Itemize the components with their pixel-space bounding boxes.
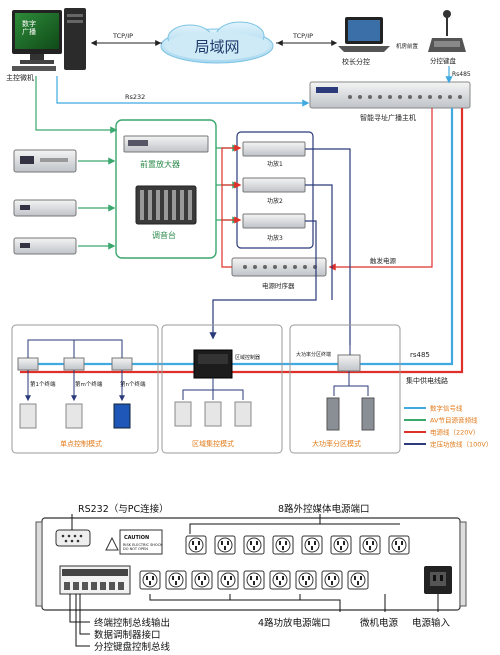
mic-station: 分控键盘 机房前置 bbox=[396, 10, 466, 65]
single-title: 单点控制模式 bbox=[60, 439, 102, 448]
power-sockets bbox=[139, 535, 410, 590]
zone-mass: 大功率分区终端 大功率分区模式 bbox=[289, 324, 401, 454]
termn-label: 第n个终端 bbox=[120, 380, 146, 388]
power-socket bbox=[347, 570, 369, 590]
power-socket bbox=[388, 535, 410, 555]
mixer-label: 调音台 bbox=[152, 230, 176, 240]
legend-label: 电源线（220V） bbox=[430, 428, 479, 437]
source-lines bbox=[78, 157, 116, 250]
power-socket bbox=[217, 570, 239, 590]
power-socket bbox=[214, 535, 236, 555]
monitor-screen-text: 数字广播 bbox=[22, 19, 36, 36]
power-socket bbox=[295, 570, 317, 590]
rs232-port-label: RS232（与PC连接） bbox=[78, 503, 169, 515]
trunks bbox=[20, 108, 464, 374]
rs485-top-label: Rs485 bbox=[452, 71, 471, 78]
pc-audio-line bbox=[35, 76, 118, 134]
trigger-label: 触发电源 bbox=[370, 256, 397, 265]
pc-power-label: 微机电源 bbox=[360, 617, 399, 629]
power-socket bbox=[272, 535, 294, 555]
power-socket bbox=[243, 570, 265, 590]
legend-label: 定压功放线（100V） bbox=[430, 440, 492, 449]
power4-label: 4路功放电源端口 bbox=[258, 617, 331, 629]
sequencer-label: 电源时序器 bbox=[262, 281, 295, 290]
laptop-label: 校长分控 bbox=[342, 57, 370, 66]
power-in-label: 电源输入 bbox=[412, 617, 451, 629]
amp-output-lines bbox=[209, 148, 351, 345]
power-socket bbox=[359, 535, 381, 555]
amp1-label: 功放1 bbox=[267, 160, 283, 168]
mass-title: 大功率分区模式 bbox=[312, 439, 361, 448]
power-lines bbox=[221, 108, 433, 271]
lan-label: 局域网 bbox=[194, 38, 239, 56]
zone-ctrl-label: 区域控制器 bbox=[235, 354, 260, 361]
mass-ctrl-label: 大功率分区终端 bbox=[296, 351, 331, 358]
termm-label: 第m个终端 bbox=[75, 380, 103, 388]
laptop-principal: 校长分控 bbox=[338, 17, 390, 66]
rs485-top: Rs485 bbox=[445, 66, 471, 84]
rs232-link: Rs232 bbox=[56, 76, 310, 107]
legend-label: 数字信号线 bbox=[430, 404, 463, 413]
lan-cloud: 局域网 bbox=[160, 21, 274, 64]
amp2-label: 功放2 bbox=[267, 197, 283, 205]
caution-label: CAUTION bbox=[124, 535, 149, 541]
power-sequencer: 电源时序器 bbox=[231, 257, 327, 290]
panel-callouts bbox=[69, 514, 439, 647]
tcp-links: TCP/IP TCP/IP bbox=[90, 32, 338, 46]
broadcast-host: 智能寻址广播主机 bbox=[309, 81, 471, 122]
modem-label: 数据调制器接口 bbox=[94, 629, 161, 641]
zone-title: 区域集控模式 bbox=[192, 439, 234, 448]
keyboard-bus-label: 分控键盘控制总线 bbox=[94, 641, 171, 653]
host-label: 智能寻址广播主机 bbox=[360, 113, 416, 122]
zone-single: 第1个终端 第m个终端 第n个终端 单点控制模式 bbox=[11, 324, 159, 454]
mixer-amp-lines bbox=[216, 144, 240, 224]
terminal-bus-label: 终端控制总线输出 bbox=[94, 617, 170, 629]
preamp-label: 前置放大器 bbox=[140, 159, 180, 169]
tcp-right-label: TCP/IP bbox=[292, 32, 313, 40]
amp-group: 功放1 功放2 功放3 bbox=[236, 131, 314, 249]
power-socket bbox=[139, 570, 161, 590]
source-devices bbox=[13, 149, 77, 255]
power-socket bbox=[185, 535, 207, 555]
legend-label: AV节目源音频线 bbox=[430, 416, 478, 425]
power-inlet bbox=[424, 566, 452, 594]
rs232-label: Rs232 bbox=[125, 93, 145, 101]
amp3-label: 功放3 bbox=[267, 234, 283, 242]
term1-label: 第1个终端 bbox=[30, 380, 56, 388]
power8-label: 8路外控媒体电源端口 bbox=[278, 503, 370, 515]
mic-station-small-label: 机房前置 bbox=[396, 42, 419, 50]
mic-station-label: 分控键盘 bbox=[430, 56, 457, 65]
power-socket bbox=[165, 570, 187, 590]
power-socket bbox=[243, 535, 265, 555]
rs485-label: rs485 bbox=[410, 351, 430, 359]
power-socket bbox=[269, 570, 291, 590]
power-socket bbox=[301, 535, 323, 555]
power-socket bbox=[191, 570, 213, 590]
power-socket bbox=[330, 535, 352, 555]
power-socket bbox=[321, 570, 343, 590]
tcp-left-label: TCP/IP bbox=[112, 32, 133, 40]
main-pc-label: 主控微机 bbox=[6, 73, 34, 82]
zone-area: 区域控制器 区域集控模式 bbox=[161, 324, 283, 454]
main-pc: 数字广播 主控微机 bbox=[6, 8, 86, 82]
preamp-mixer-box: 前置放大器 调音台 bbox=[115, 119, 217, 259]
bus-label: 集中供电线路 bbox=[406, 376, 448, 385]
